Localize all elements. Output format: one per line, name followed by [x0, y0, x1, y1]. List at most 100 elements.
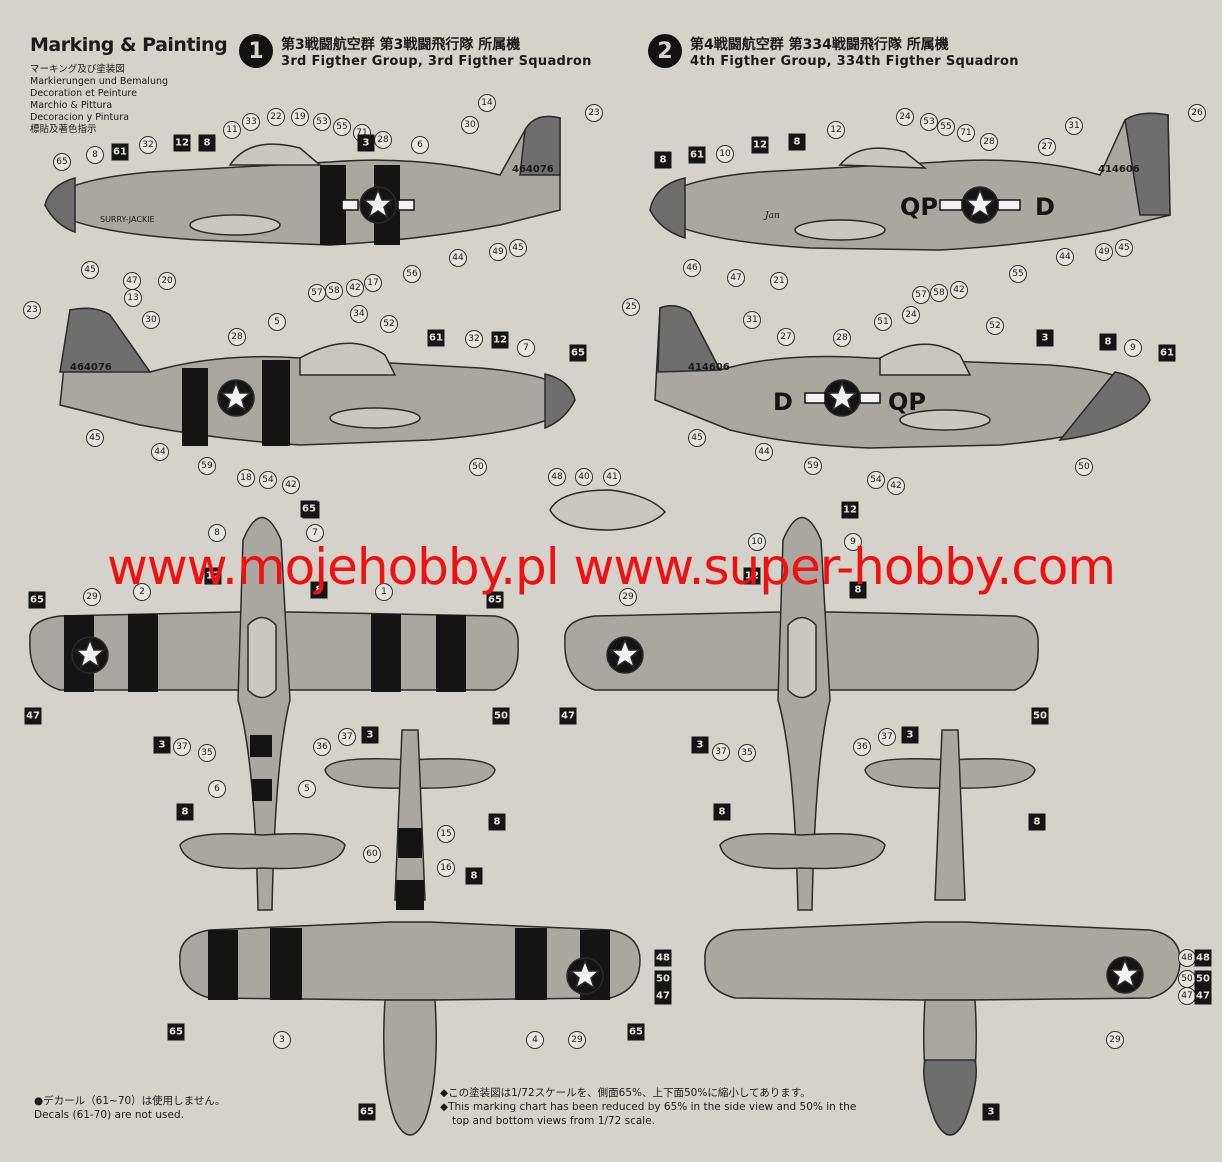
callout-box: 8 [488, 813, 506, 831]
callout-box: 8 [176, 803, 194, 821]
page-title: Marking & Painting [30, 34, 228, 56]
callout-circle: 59 [198, 457, 216, 475]
callout-box: 8 [654, 151, 672, 169]
callout-box: 61 [427, 329, 445, 347]
decal-note: ●デカール（61~70）は使用しません。 Decals (61-70) are … [34, 1094, 225, 1122]
callout-box: 12 [204, 567, 222, 585]
callout-circle: 27 [1038, 138, 1056, 156]
callout-circle: 31 [743, 311, 761, 329]
callout-circle: 6 [208, 780, 226, 798]
callout-circle: 7 [517, 339, 535, 357]
callout-circle: 26 [1188, 104, 1206, 122]
callout-box: 47 [654, 987, 672, 1005]
callout-box: 8 [465, 867, 483, 885]
subtitle-es: Decoracion y Pintura [30, 112, 129, 123]
callout-box: 3 [1036, 329, 1054, 347]
callout-box: 12 [173, 134, 191, 152]
callout-circle: 23 [585, 104, 603, 122]
callout-box: 12 [841, 501, 859, 519]
callout-circle: 14 [478, 94, 496, 112]
callout-circle: 9 [844, 533, 862, 551]
callout-circle: 8 [86, 146, 104, 164]
callout-box: 65 [28, 591, 46, 609]
subtitle-it: Marchio & Pittura [30, 100, 113, 111]
callout-circle: 4 [526, 1031, 544, 1049]
callout-box: 50 [1031, 707, 1049, 725]
callout-circle: 42 [950, 281, 968, 299]
callout-box: 65 [569, 344, 587, 362]
scheme-1-nose-art: SURRY-JACKIE [100, 215, 155, 224]
callout-circle: 54 [867, 471, 885, 489]
callout-circle: 50 [1075, 458, 1093, 476]
callout-circle: 57 [308, 284, 326, 302]
callout-circle: 33 [242, 113, 260, 131]
callout-circle: 51 [874, 313, 892, 331]
callout-circle: 49 [489, 243, 507, 261]
callout-circle: 3 [273, 1031, 291, 1049]
callout-box: 65 [300, 500, 318, 518]
callout-box: 8 [713, 803, 731, 821]
callout-circle: 28 [833, 329, 851, 347]
drop-tank [549, 489, 667, 531]
callout-circle: 32 [139, 136, 157, 154]
scheme-1-title-jp: 第3戦闘航空群 第3戦闘飛行隊 所属機 [281, 37, 521, 53]
callout-circle: 22 [267, 108, 285, 126]
callout-box: 8 [198, 134, 216, 152]
scheme-2-side-view-left [649, 112, 1171, 251]
callout-circle: 45 [1115, 239, 1133, 257]
callout-box: 3 [982, 1103, 1000, 1121]
callout-box: 61 [111, 143, 129, 161]
callout-circle: 44 [755, 443, 773, 461]
callout-circle: 42 [282, 476, 300, 494]
scale-note-jp: ◆この塗装図は1/72スケールを、側面65%、上下面50%に縮小してあります。 [440, 1087, 811, 1099]
callout-box: 8 [310, 581, 328, 599]
callout-circle: 65 [53, 153, 71, 171]
callout-circle: 55 [333, 118, 351, 136]
callout-circle: 55 [937, 118, 955, 136]
callout-circle: 24 [896, 108, 914, 126]
callout-circle: 52 [986, 317, 1004, 335]
callout-circle: 29 [568, 1031, 586, 1049]
callout-box: 50 [654, 970, 672, 988]
callout-circle: 6 [411, 136, 429, 154]
scheme-1-bottom-view [179, 729, 641, 1136]
callout-circle: 37 [712, 743, 730, 761]
callout-circle: 32 [465, 330, 483, 348]
callout-circle: 40 [575, 468, 593, 486]
callout-circle: 28 [980, 133, 998, 151]
callout-circle: 29 [1106, 1031, 1124, 1049]
callout-circle: 30 [461, 116, 479, 134]
callout-box: 61 [1158, 344, 1176, 362]
callout-circle: 29 [619, 588, 637, 606]
callout-circle: 25 [622, 298, 640, 316]
callout-circle: 36 [853, 738, 871, 756]
callout-circle: 58 [930, 284, 948, 302]
scheme-1-top-view [29, 517, 519, 911]
callout-circle: 54 [259, 471, 277, 489]
callout-box: 65 [486, 591, 504, 609]
decal-note-jp: ●デカール（61~70）は使用しません。 [34, 1095, 226, 1107]
callout-circle: 31 [1065, 117, 1083, 135]
callout-circle: 35 [198, 744, 216, 762]
callout-circle: 12 [827, 121, 845, 139]
callout-circle: 42 [887, 477, 905, 495]
scale-note-en-1: ◆This marking chart has been reduced by … [440, 1101, 857, 1113]
callout-circle: 27 [777, 328, 795, 346]
callout-box: 47 [24, 707, 42, 725]
scheme-2-code-qp-right: QP [888, 388, 926, 416]
callout-circle: 21 [770, 272, 788, 290]
callout-circle: 35 [738, 744, 756, 762]
callout-box: 50 [1194, 970, 1212, 988]
callout-circle: 24 [902, 306, 920, 324]
callout-circle: 7 [306, 524, 324, 542]
callout-circle: 15 [437, 825, 455, 843]
scale-note: ◆この塗装図は1/72スケールを、側面65%、上下面50%に縮小してあります。 … [440, 1086, 856, 1128]
scale-note-en-2: top and bottom views from 1/72 scale. [452, 1115, 656, 1127]
callout-box: 12 [751, 136, 769, 154]
callout-circle: 28 [374, 131, 392, 149]
callout-circle: 36 [313, 738, 331, 756]
callout-circle: 71 [957, 124, 975, 142]
callout-box: 48 [1194, 949, 1212, 967]
scheme-2-bottom-view [704, 729, 1181, 1136]
